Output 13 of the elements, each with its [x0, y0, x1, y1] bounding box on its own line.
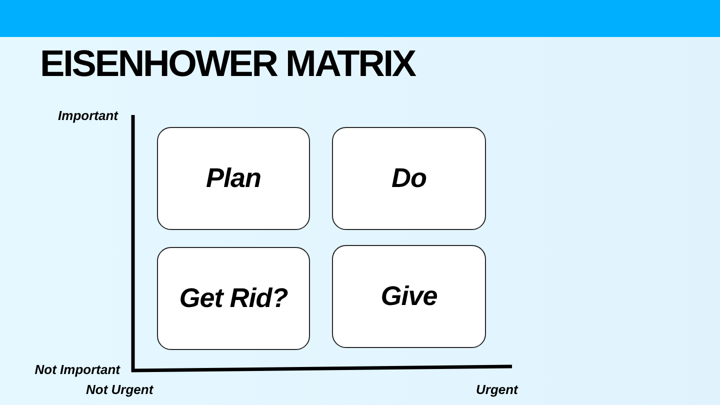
- quadrant-box: [157, 247, 310, 350]
- quadrant-box: [157, 127, 310, 230]
- axis-label: Important: [57, 108, 118, 124]
- quadrant-label: Plan: [206, 163, 262, 194]
- quadrant-box: [332, 245, 486, 348]
- quadrant-label: Give: [380, 281, 438, 312]
- quadrant-label: Do: [392, 163, 426, 194]
- axis-label: Not Important: [34, 362, 120, 378]
- axis-label: Not Urgent: [86, 382, 155, 398]
- quadrant-label: Get Rid?: [179, 283, 288, 314]
- title: EISENHOWER MATRIX: [40, 44, 416, 84]
- quadrant-box: [332, 127, 486, 230]
- axis-label: Urgent: [476, 382, 520, 398]
